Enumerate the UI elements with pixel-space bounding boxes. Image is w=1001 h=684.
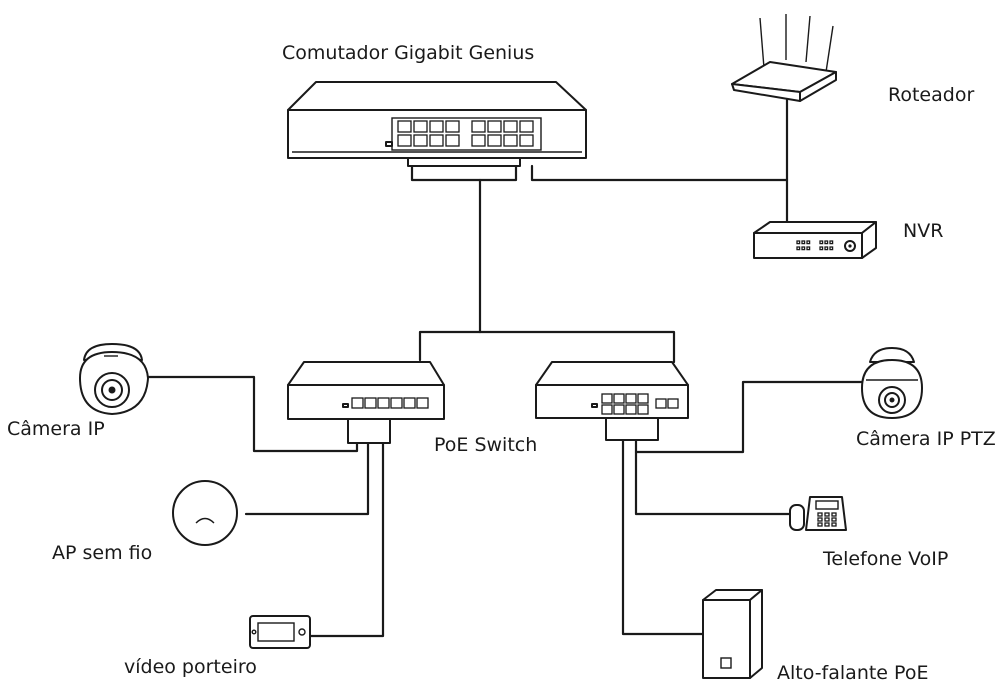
video-doorbell-icon xyxy=(249,615,311,649)
keypad-key xyxy=(817,512,823,517)
indicator-dot xyxy=(796,246,801,251)
nvr-icon xyxy=(753,221,877,259)
ip-camera-icon xyxy=(79,343,149,415)
indicator-dot xyxy=(806,240,811,245)
keypad-key xyxy=(831,517,837,522)
ethernet-port xyxy=(487,134,502,147)
keypad-key xyxy=(831,522,837,527)
ethernet-port xyxy=(487,120,502,133)
ethernet-port xyxy=(429,120,444,133)
poe-speaker-label: Alto-falante PoE xyxy=(777,662,929,684)
indicator-dot xyxy=(819,240,824,245)
link-poe-left-to-ap xyxy=(244,442,370,516)
video-doorbell-label: vídeo porteiro xyxy=(124,656,257,678)
indicator-dot xyxy=(796,240,801,245)
router-label: Roteador xyxy=(888,84,975,106)
ethernet-port xyxy=(445,134,460,147)
indicator-dot xyxy=(801,246,806,251)
ethernet-port xyxy=(377,397,390,409)
ethernet-port xyxy=(390,397,403,409)
indicator-dot xyxy=(824,246,829,251)
link-main-switch-bracket xyxy=(410,163,518,182)
keypad-key xyxy=(831,512,837,517)
link-poe-right-to-phone xyxy=(634,450,792,516)
ip-camera-label: Câmera IP xyxy=(7,418,105,440)
ethernet-port xyxy=(413,134,428,147)
ethernet-port xyxy=(519,134,534,147)
indicator-dot xyxy=(824,240,829,245)
link-poe-left-to-camera xyxy=(146,375,359,453)
indicator-dot xyxy=(829,246,834,251)
speaker-icon xyxy=(702,589,763,679)
ptz-camera-label: Câmera IP PTZ xyxy=(856,428,996,450)
ethernet-port xyxy=(471,134,486,147)
poe-switch-label: PoE Switch xyxy=(434,434,538,456)
ethernet-port xyxy=(625,393,637,404)
poe-switch-right-icon xyxy=(535,361,689,441)
connection-lines xyxy=(146,98,864,638)
keypad-key xyxy=(824,522,830,527)
ethernet-port xyxy=(397,120,412,133)
ethernet-port xyxy=(637,393,649,404)
link-trunk-to-poe-left xyxy=(418,330,482,362)
ethernet-port xyxy=(429,134,444,147)
link-main-switch-to-router xyxy=(530,98,789,182)
indicator-dot xyxy=(806,246,811,251)
wireless-ap-icon xyxy=(172,480,238,546)
main-switch-icon xyxy=(287,81,587,167)
ethernet-port xyxy=(601,393,613,404)
link-trunk-to-poe-right xyxy=(478,330,676,364)
ethernet-port xyxy=(613,404,625,415)
link-poe-right-to-speaker xyxy=(621,438,705,636)
link-poe-right-to-ptz xyxy=(634,380,864,454)
wireless-ap-label: AP sem fio xyxy=(52,542,153,564)
ethernet-port xyxy=(364,397,377,409)
ethernet-port xyxy=(403,397,416,409)
ethernet-port xyxy=(397,134,412,147)
ethernet-port xyxy=(601,404,613,415)
ethernet-port xyxy=(413,120,428,133)
ethernet-port xyxy=(471,120,486,133)
main-switch-label: Comutador Gigabit Genius xyxy=(282,42,535,64)
ethernet-port xyxy=(416,397,429,409)
ethernet-port xyxy=(503,134,518,147)
voip-phone-label: Telefone VoIP xyxy=(823,548,949,570)
ethernet-port xyxy=(519,120,534,133)
ethernet-port xyxy=(613,393,625,404)
indicator-dot xyxy=(801,240,806,245)
nvr-label: NVR xyxy=(903,220,944,242)
link-poe-left-to-doorbell xyxy=(308,442,385,638)
keypad-key xyxy=(817,522,823,527)
uplink-port xyxy=(667,398,679,409)
ethernet-port xyxy=(637,404,649,415)
ptz-camera-icon xyxy=(861,347,923,419)
ethernet-port xyxy=(445,120,460,133)
keypad-key xyxy=(817,517,823,522)
router-icon xyxy=(731,14,837,102)
keypad-key xyxy=(824,517,830,522)
ethernet-port xyxy=(351,397,364,409)
indicator-dot xyxy=(819,246,824,251)
voip-phone-icon xyxy=(789,496,847,531)
ethernet-port xyxy=(625,404,637,415)
ethernet-port xyxy=(503,120,518,133)
keypad-key xyxy=(824,512,830,517)
uplink-port xyxy=(655,398,667,409)
indicator-dot xyxy=(829,240,834,245)
poe-switch-left-icon xyxy=(287,361,445,444)
